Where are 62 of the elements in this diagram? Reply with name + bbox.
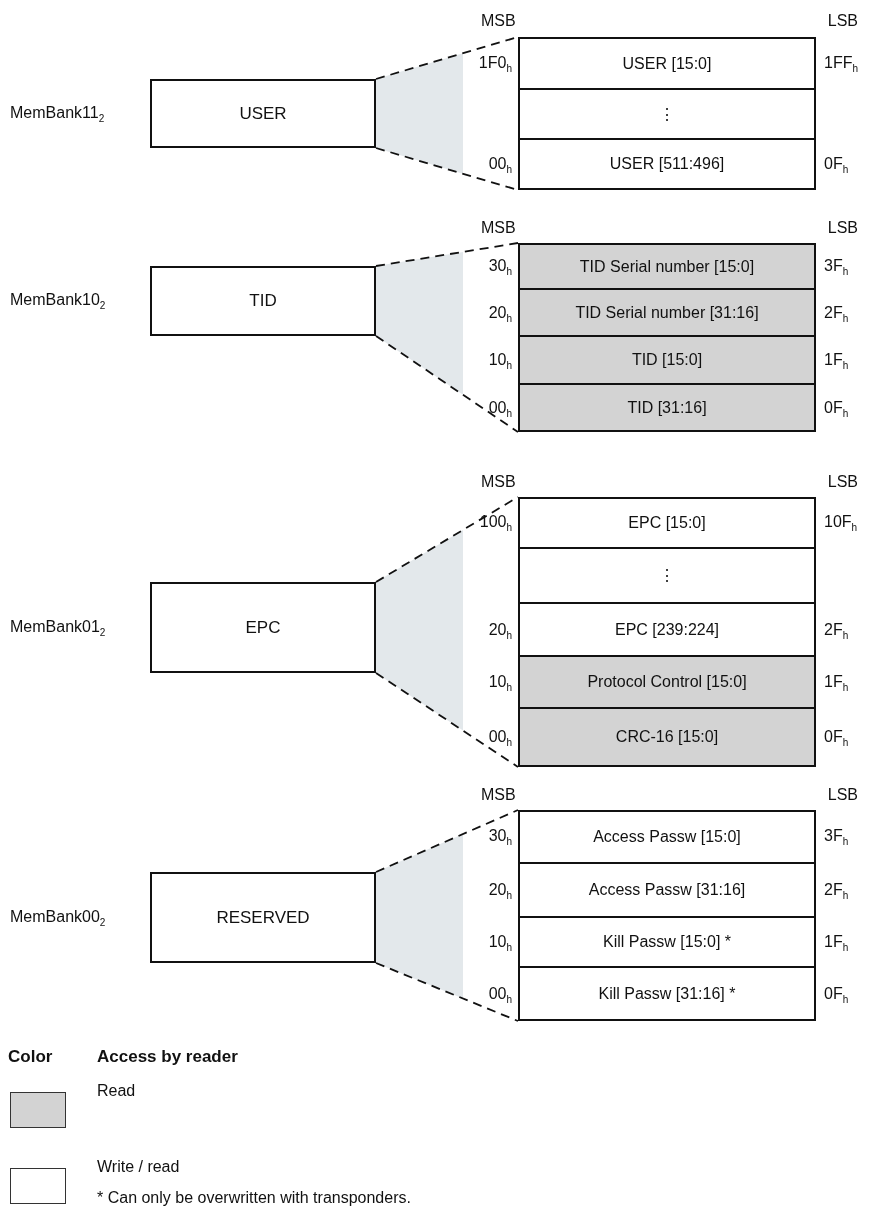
address-label: 3F$_{h}$ (824, 256, 849, 277)
register-row: TID Serial number [15:0] (520, 245, 814, 290)
memory-map-table (518, 37, 816, 190)
address-label: 0F$_{h}$ (824, 728, 849, 749)
address-label: 30$_{h}$ (488, 827, 512, 848)
address-label: 00$_{h}$ (488, 398, 512, 419)
address-label: 30$_{h}$ (488, 256, 512, 277)
funnel-connector (375, 242, 519, 433)
address-label: 1F$_{h}$ (824, 673, 849, 694)
address-label: 0F$_{h}$ (824, 984, 849, 1005)
address-label: 10$_{h}$ (488, 351, 512, 372)
address-label: 00$_{h}$ (488, 984, 512, 1005)
address-label: 0F$_{h}$ (824, 155, 849, 176)
msb-label: MSB (481, 12, 516, 30)
msb-label: MSB (481, 473, 516, 491)
funnel-connector (375, 809, 519, 1022)
address-label: 1F$_{h}$ (824, 933, 849, 954)
memory-bank-box: USER (150, 79, 376, 148)
msb-label: MSB (481, 786, 516, 804)
register-row: TID [31:16] (520, 385, 814, 430)
lsb-label: LSB (827, 219, 858, 237)
legend-text: Write / read (97, 1158, 180, 1176)
address-label: 10F$_{h}$ (824, 513, 858, 534)
address-label: 2F$_{h}$ (824, 620, 849, 641)
register-row: Protocol Control [15:0] (520, 657, 814, 709)
legend-heading: Color (8, 1047, 53, 1067)
register-row: TID Serial number [31:16] (520, 290, 814, 337)
bank-label: MemBank01$_{2}$ (10, 617, 106, 638)
memory-bank-box: TID (150, 266, 376, 336)
address-label: 1FF$_{h}$ (824, 53, 858, 74)
address-label: 00$_{h}$ (488, 155, 512, 176)
address-label: 1F0$_{h}$ (478, 53, 512, 74)
memory-map-table (518, 810, 816, 1021)
bank-label: MemBank00$_{2}$ (10, 907, 106, 928)
address-label: 100$_{h}$ (479, 513, 512, 534)
memory-map-table (518, 243, 816, 432)
memory-map-table (518, 497, 816, 767)
address-label: 1F$_{h}$ (824, 351, 849, 372)
address-label: 20$_{h}$ (488, 881, 512, 902)
address-label: 10$_{h}$ (488, 673, 512, 694)
register-row: CRC-16 [15:0] (520, 709, 814, 765)
address-label: 2F$_{h}$ (824, 881, 849, 902)
memory-bank-box: RESERVED (150, 872, 376, 963)
address-label: 00$_{h}$ (488, 728, 512, 749)
lsb-label: LSB (827, 473, 858, 491)
lsb-label: LSB (827, 12, 858, 30)
address-label: 20$_{h}$ (488, 620, 512, 641)
note-text: * Can only be overwritten with transponders. (97, 1189, 411, 1207)
legend-text: Read (97, 1082, 136, 1100)
lsb-label: LSB (827, 786, 858, 804)
address-label: 3F$_{h}$ (824, 827, 849, 848)
address-label: 0F$_{h}$ (824, 398, 849, 419)
bank-label: MemBank11$_{2}$ (10, 103, 105, 124)
legend-heading: Access by reader (97, 1047, 238, 1067)
address-label: 2F$_{h}$ (824, 303, 849, 324)
funnel-connector (375, 496, 519, 768)
address-label: 20$_{h}$ (488, 303, 512, 324)
register-row: TID [15:0] (520, 337, 814, 385)
address-label: 10$_{h}$ (488, 933, 512, 954)
msb-label: MSB (481, 219, 516, 237)
memory-bank-box: EPC (150, 582, 376, 673)
bank-label: MemBank10$_{2}$ (10, 291, 106, 312)
